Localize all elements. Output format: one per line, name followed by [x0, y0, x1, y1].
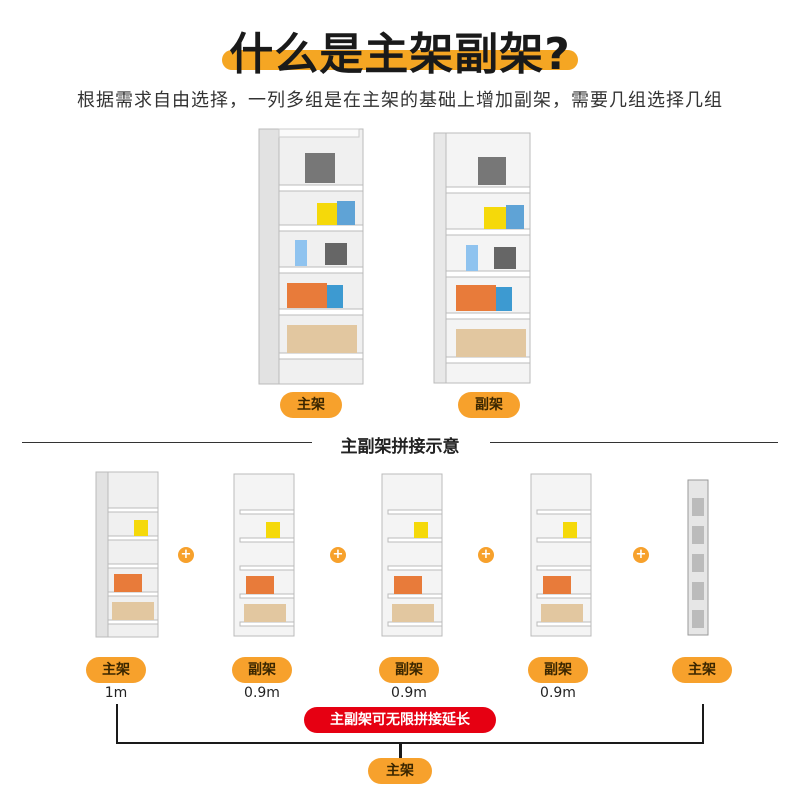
- item-label-sub: 副架: [528, 657, 588, 683]
- section-divider-right: [490, 442, 778, 443]
- item-label-sub: 副架: [379, 657, 439, 683]
- plus-icon: +: [330, 547, 346, 563]
- item-label-main: 主架: [86, 657, 146, 683]
- sub-shelf-small-1: [233, 473, 295, 637]
- extend-note: 主副架可无限拼接延长: [304, 707, 496, 733]
- item-size: 0.9m: [244, 685, 280, 701]
- plus-icon: +: [178, 547, 194, 563]
- main-shelf-image: [258, 128, 364, 385]
- sub-shelf-label: 副架: [458, 392, 520, 418]
- section-divider-left: [22, 442, 312, 443]
- item-size: 0.9m: [540, 685, 576, 701]
- item-label-sub: 副架: [232, 657, 292, 683]
- sub-shelf-small-2: [381, 473, 443, 637]
- bottom-label: 主架: [368, 758, 432, 784]
- item-size: 1m: [104, 685, 128, 701]
- page-title: 什么是主架副架?: [229, 29, 571, 80]
- span-bracket: [116, 704, 704, 744]
- section-title: 主副架拼接示意: [0, 432, 800, 457]
- sub-shelf-small-3: [530, 473, 592, 637]
- end-side-panel: [687, 479, 709, 636]
- page-subtitle: 根据需求自由选择，一列多组是在主架的基础上增加副架，需要几组选择几组: [77, 90, 723, 111]
- plus-icon: +: [633, 547, 649, 563]
- title-highlight: [222, 50, 578, 70]
- plus-icon: +: [478, 547, 494, 563]
- main-shelf-label: 主架: [280, 392, 342, 418]
- item-label-main: 主架: [672, 657, 732, 683]
- main-shelf-small-1: [95, 471, 159, 638]
- item-size: 0.9m: [391, 685, 427, 701]
- sub-shelf-image: [433, 132, 531, 384]
- bracket-stem: [399, 742, 402, 758]
